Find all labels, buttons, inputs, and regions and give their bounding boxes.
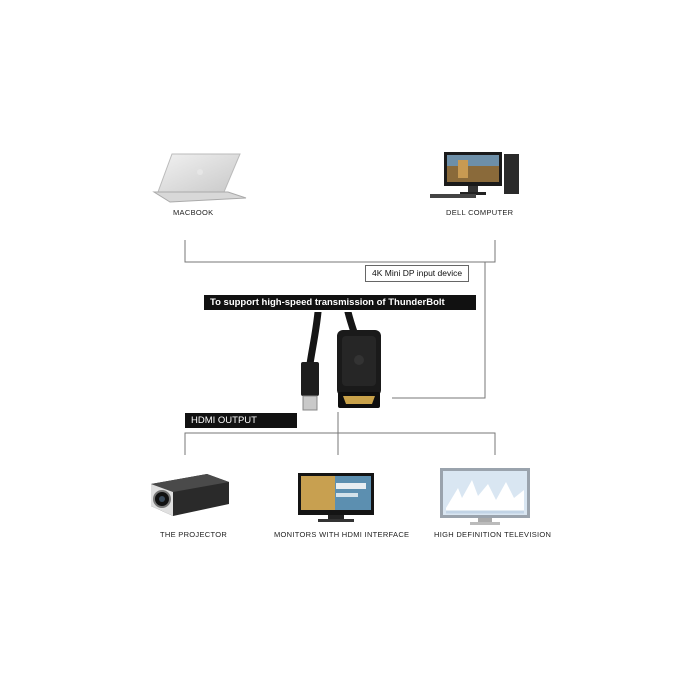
dell-computer-image	[430, 152, 525, 205]
input-route-line	[392, 262, 486, 399]
bottom-bracket-line	[184, 432, 496, 455]
dell-computer-label: DELL COMPUTER	[446, 208, 514, 217]
monitor-image	[298, 473, 376, 528]
projector-label: THE PROJECTOR	[160, 530, 228, 539]
mini-dp-to-hdmi-adapter-image	[290, 308, 410, 427]
monitor-label: MONITORS WITH HDMI INTERFACE	[274, 530, 410, 539]
top-bracket-line	[184, 240, 496, 263]
macbook-label: MACBOOK	[173, 208, 214, 217]
hdmi-output-tag: HDMI OUTPUT	[185, 413, 297, 428]
input-device-tag: 4K Mini DP input device	[365, 265, 470, 282]
tv-label: HIGH DEFINITION TELEVISION	[434, 530, 552, 539]
thunderbolt-banner: To support high-speed transmission of Th…	[204, 295, 476, 310]
tv-image	[440, 468, 532, 531]
projector-image	[147, 470, 232, 525]
macbook-image	[152, 152, 247, 209]
